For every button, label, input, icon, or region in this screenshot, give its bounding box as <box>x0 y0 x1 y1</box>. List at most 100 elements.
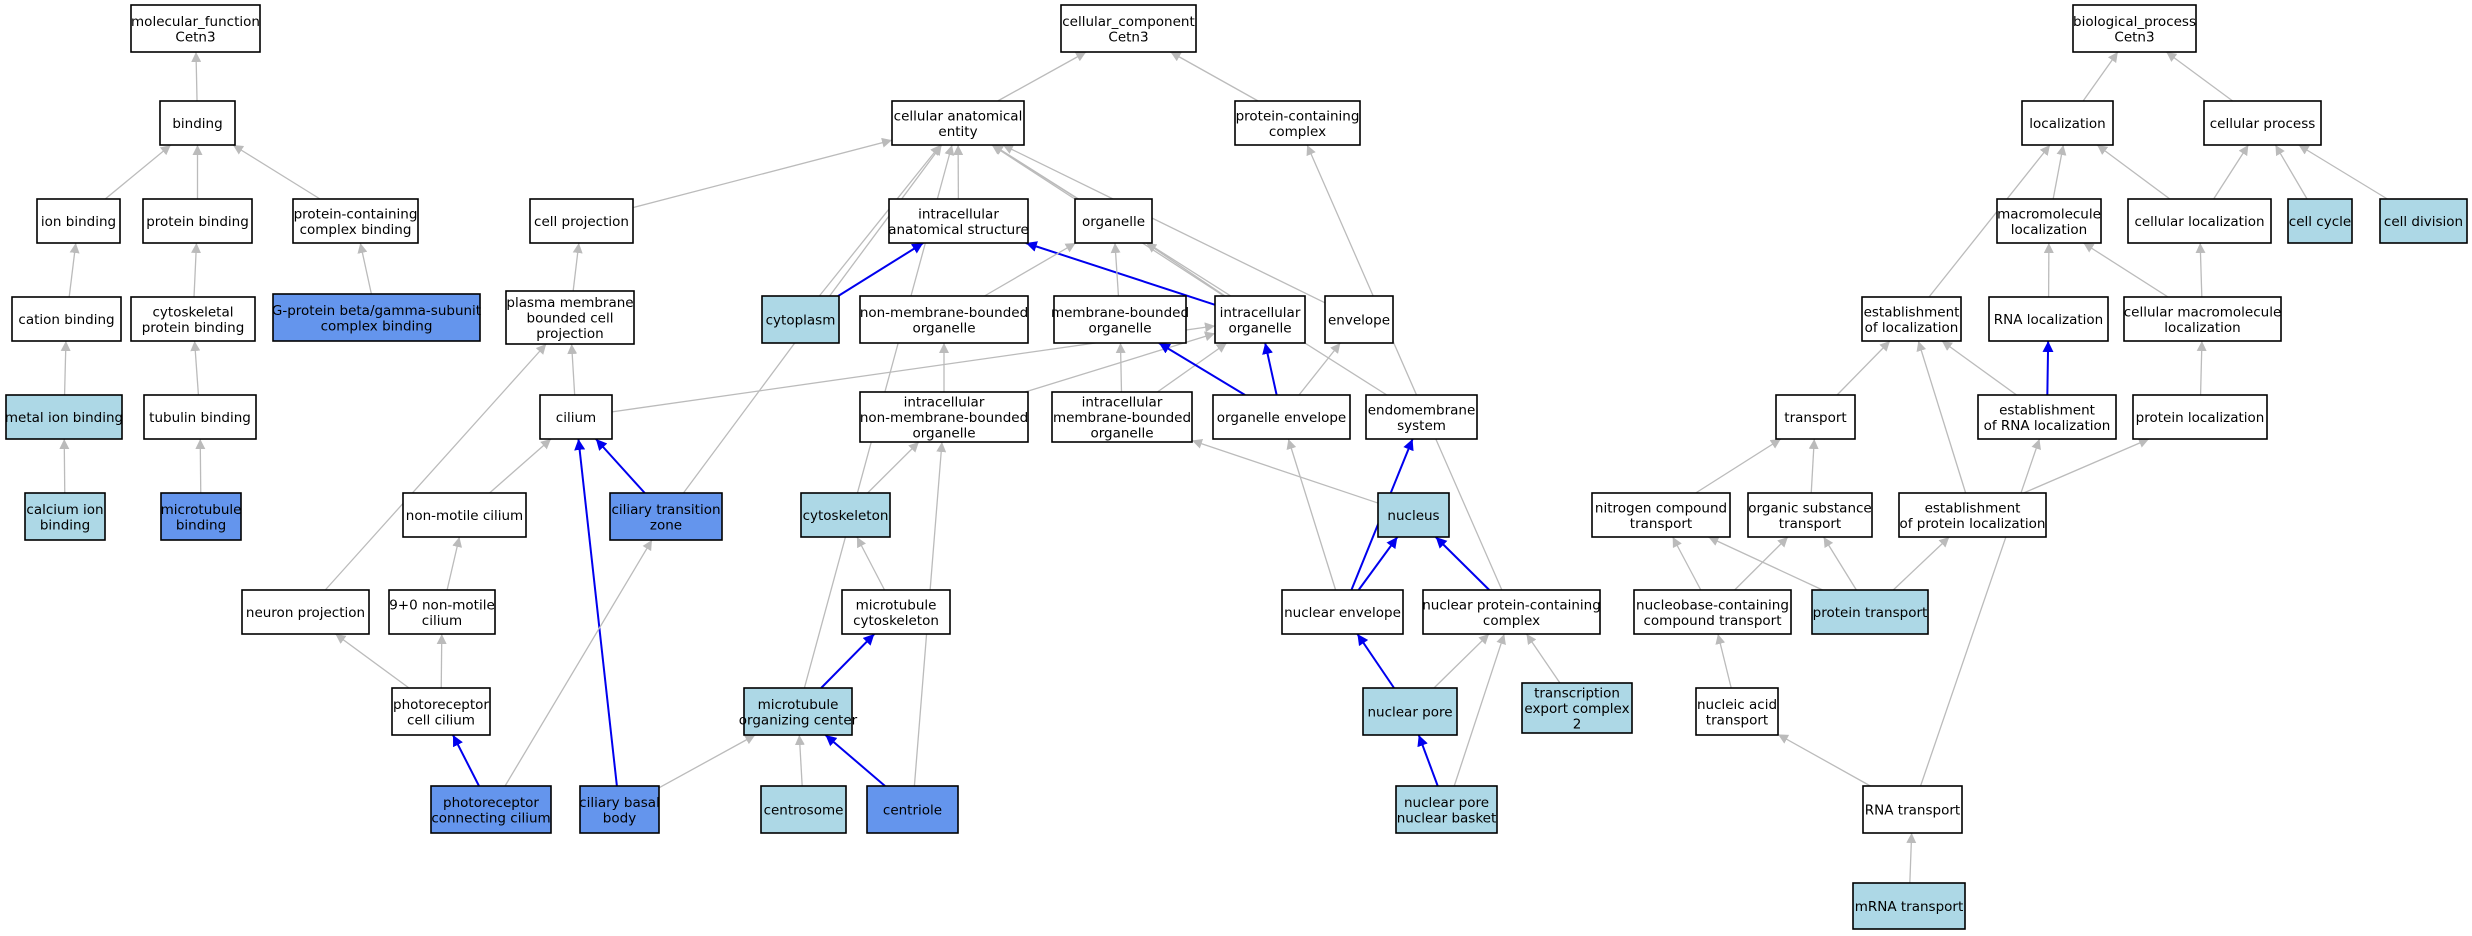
node-tubb[interactable]: tubulin binding <box>144 395 256 439</box>
node-protb[interactable]: protein binding <box>143 199 252 243</box>
node-nucleus[interactable]: nucleus <box>1378 493 1449 537</box>
node-label-line: cellular localization <box>2134 214 2264 230</box>
node-label-line: cell cilium <box>407 712 475 728</box>
edge-cytoskb-to-protb <box>194 243 196 297</box>
edge-pcc-to-cc <box>1171 52 1259 101</box>
node-cilium[interactable]: cilium <box>540 395 612 439</box>
node-binding[interactable]: binding <box>160 101 235 145</box>
node-cationb[interactable]: cation binding <box>12 297 121 341</box>
node-localization[interactable]: localization <box>2022 101 2113 145</box>
node-inmbo[interactable]: intracellularnon-membrane-boundedorganel… <box>860 392 1028 442</box>
node-label-line: cellular macromolecule <box>2124 304 2282 320</box>
node-nucenv[interactable]: nuclear envelope <box>1282 590 1403 634</box>
node-label-line: export complex <box>1524 701 1629 717</box>
node-cytoplasm[interactable]: cytoplasm <box>762 296 839 343</box>
node-label-line: nitrogen compound <box>1595 500 1727 516</box>
node-protloc[interactable]: protein localization <box>2133 395 2267 439</box>
node-rnaloc[interactable]: RNA localization <box>1989 297 2108 341</box>
node-label-line: Cetn3 <box>175 29 215 45</box>
node-mrnatransport[interactable]: mRNA transport <box>1853 883 1965 929</box>
edge-mtcyto-to-cytoskeleton <box>857 537 885 590</box>
node-cellcycle[interactable]: cell cycle <box>2288 199 2352 243</box>
node-label-line: complex binding <box>321 318 433 334</box>
node-cellloc[interactable]: cellular localization <box>2128 199 2271 243</box>
edge-binding-to-mf <box>196 52 197 101</box>
edge-cmloc-to-macroloc <box>2083 243 2168 297</box>
node-cytoskeleton[interactable]: cytoskeleton <box>801 493 890 537</box>
node-cellproj[interactable]: cell projection <box>530 199 633 243</box>
node-nucpore[interactable]: nuclear pore <box>1363 688 1457 735</box>
node-transport[interactable]: transport <box>1776 395 1855 439</box>
node-label-line: neuron projection <box>246 605 365 621</box>
node-label-line: organelle <box>1082 214 1145 230</box>
node-prottransport[interactable]: protein transport <box>1812 590 1928 634</box>
node-label-line: photoreceptor <box>393 697 489 713</box>
node-envelope[interactable]: envelope <box>1325 296 1393 343</box>
node-label-line: nuclear protein-containing <box>1422 597 1601 613</box>
node-nmcilium[interactable]: non-motile cilium <box>403 493 526 537</box>
node-label-line: organelle <box>1090 426 1153 442</box>
node-orgenv[interactable]: organelle envelope <box>1213 395 1350 439</box>
node-cellproc[interactable]: cellular process <box>2204 101 2321 145</box>
node-label-line: non-membrane-bounded <box>860 410 1028 426</box>
edge-nbct-to-nct <box>1673 537 1701 590</box>
node-label-line: protein binding <box>142 320 245 336</box>
node-organelle[interactable]: organelle <box>1075 199 1152 243</box>
node-centrosome[interactable]: centrosome <box>761 786 846 833</box>
edge-centrosome-to-mtoc <box>799 735 802 786</box>
edge-celldiv-to-cellproc <box>2299 145 2388 199</box>
node-label-line: cellular anatomical <box>894 108 1023 124</box>
node-centriole[interactable]: centriole <box>867 786 958 833</box>
node-label-line: organelle <box>912 320 975 336</box>
node-ionb[interactable]: ion binding <box>37 199 120 243</box>
node-neuproj[interactable]: neuron projection <box>242 590 369 634</box>
node-rnatransport[interactable]: RNA transport <box>1863 786 1962 833</box>
node-label-line: metal ion binding <box>5 410 123 426</box>
edge-nucleus-to-imbo <box>1192 441 1378 504</box>
edge-transport-to-estloc <box>1837 341 1890 395</box>
edge-cellproc-to-bp <box>2166 52 2232 101</box>
node-metalb[interactable]: metal ion binding <box>5 395 123 439</box>
node-celldiv[interactable]: cell division <box>2380 199 2467 243</box>
edge-cellloc-to-localization <box>2097 145 2170 199</box>
node-label-line: cell cycle <box>2289 214 2351 230</box>
edge-nucenv-to-orgenv <box>1288 439 1335 590</box>
